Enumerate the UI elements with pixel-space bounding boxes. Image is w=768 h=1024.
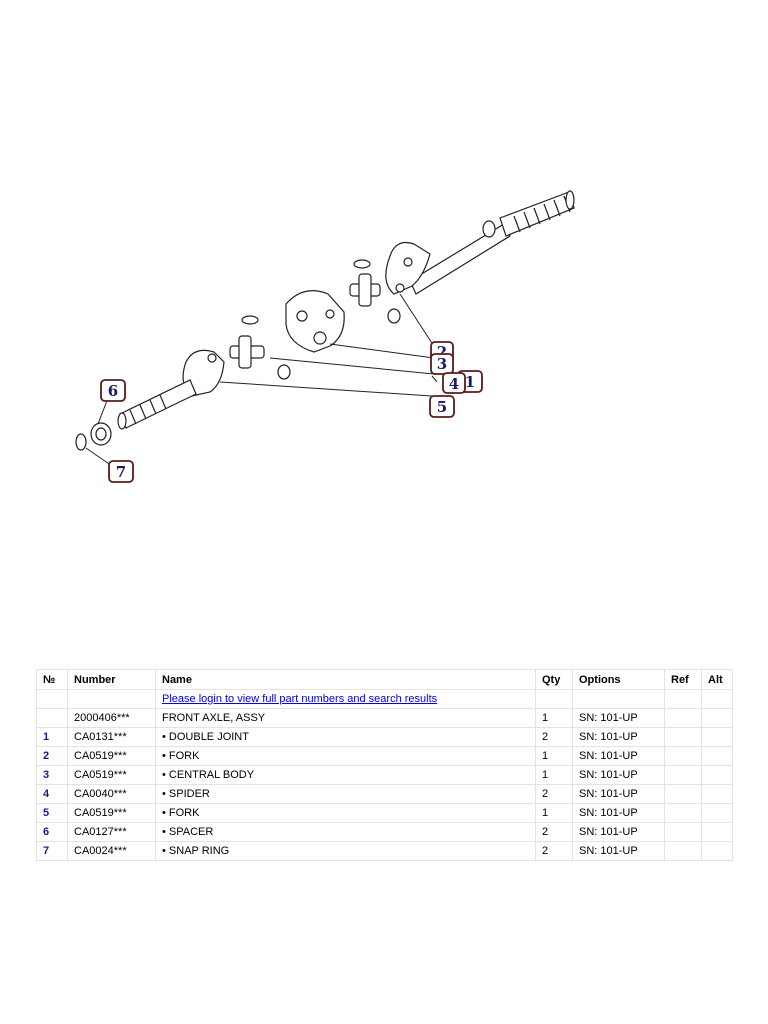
row-name: • DOUBLE JOINT: [155, 727, 536, 747]
header-no: №: [36, 669, 68, 690]
row-no: 6: [36, 822, 68, 842]
central-body: [285, 290, 345, 353]
row-qty: 1: [535, 708, 573, 728]
right-shaft: [409, 190, 575, 295]
row-ref: [664, 746, 702, 766]
login-row: Please login to view full part numbers a…: [36, 689, 733, 709]
row-number: CA0519***: [67, 803, 156, 823]
row-options: SN: 101-UP: [572, 727, 665, 747]
table-row[interactable]: 1 CA0131*** • DOUBLE JOINT 2 SN: 101-UP: [36, 727, 733, 747]
login-link[interactable]: Please login to view full part numbers a…: [162, 693, 438, 705]
row-name: • CENTRAL BODY: [155, 765, 536, 785]
table-row[interactable]: 5 CA0519*** • FORK 1 SN: 101-UP: [36, 803, 733, 823]
row-qty: 2: [535, 822, 573, 842]
row-qty: 2: [535, 784, 573, 804]
table-row[interactable]: 4 CA0040*** • SPIDER 2 SN: 101-UP: [36, 784, 733, 804]
right-yoke: [385, 241, 431, 295]
row-qty: 1: [535, 746, 573, 766]
row-ref: [664, 822, 702, 842]
row-number: CA0024***: [67, 841, 156, 861]
row-number: CA0519***: [67, 746, 156, 766]
left-shaft: [117, 379, 197, 430]
row-ref: [664, 841, 702, 861]
row-name: • SNAP RING: [155, 841, 536, 861]
row-qty: 2: [535, 841, 573, 861]
row-qty: 1: [535, 765, 573, 785]
header-number: Number: [67, 669, 156, 690]
parts-diagram: 1 2 3 4 5 6 7: [74, 186, 594, 496]
row-no: 5: [36, 803, 68, 823]
row-ref: [664, 765, 702, 785]
row-alt: [701, 708, 733, 728]
row-alt: [701, 784, 733, 804]
row-no: 4: [36, 784, 68, 804]
row-alt: [701, 822, 733, 842]
row-qty: 1: [535, 803, 573, 823]
callout-4-label: 4: [449, 375, 459, 393]
row-ref: [664, 727, 702, 747]
table-header-row: № Number Name Qty Options Ref Alt: [36, 669, 733, 690]
upper-spider: [349, 259, 401, 324]
row-name: FRONT AXLE, ASSY: [155, 708, 536, 728]
header-ref: Ref: [664, 669, 702, 690]
callout-7[interactable]: 7: [108, 460, 134, 483]
callout-3-label: 3: [437, 355, 447, 373]
row-options: SN: 101-UP: [572, 746, 665, 766]
row-name: • FORK: [155, 803, 536, 823]
row-alt: [701, 765, 733, 785]
table-row[interactable]: 2 CA0519*** • FORK 1 SN: 101-UP: [36, 746, 733, 766]
callout-4[interactable]: 4: [442, 372, 466, 394]
row-options: SN: 101-UP: [572, 822, 665, 842]
header-options: Options: [572, 669, 665, 690]
front-axle-exploded-view: 1 2 3 4 5 6 7: [75, 190, 575, 483]
header-name: Name: [155, 669, 536, 690]
row-options: SN: 101-UP: [572, 803, 665, 823]
row-alt: [701, 841, 733, 861]
row-options: SN: 101-UP: [572, 784, 665, 804]
row-no: 3: [36, 765, 68, 785]
row-alt: [701, 746, 733, 766]
row-options: SN: 101-UP: [572, 841, 665, 861]
callout-5-label: 5: [437, 398, 447, 416]
leader-lines: [85, 293, 440, 467]
lower-spider: [229, 315, 291, 380]
row-ref: [664, 803, 702, 823]
row-options: SN: 101-UP: [572, 708, 665, 728]
spacer-and-snap-ring: [75, 422, 112, 451]
row-options: SN: 101-UP: [572, 765, 665, 785]
callout-5[interactable]: 5: [429, 395, 455, 418]
row-no: 7: [36, 841, 68, 861]
row-no: 1: [36, 727, 68, 747]
callout-1-label: 1: [465, 373, 475, 391]
row-ref: [664, 708, 702, 728]
row-name: • SPIDER: [155, 784, 536, 804]
row-no: 2: [36, 746, 68, 766]
parts-table: № Number Name Qty Options Ref Alt Please…: [36, 669, 733, 861]
header-alt: Alt: [701, 669, 733, 690]
callout-6[interactable]: 6: [100, 379, 126, 402]
row-number: CA0040***: [67, 784, 156, 804]
row-no: [36, 708, 68, 728]
header-qty: Qty: [535, 669, 573, 690]
table-row[interactable]: 6 CA0127*** • SPACER 2 SN: 101-UP: [36, 822, 733, 842]
row-number: 2000406***: [67, 708, 156, 728]
callout-7-label: 7: [116, 463, 126, 481]
row-alt: [701, 727, 733, 747]
row-ref: [664, 784, 702, 804]
callout-2-label: 2: [437, 343, 447, 361]
table-row[interactable]: 3 CA0519*** • CENTRAL BODY 1 SN: 101-UP: [36, 765, 733, 785]
row-qty: 2: [535, 727, 573, 747]
table-row[interactable]: 2000406*** FRONT AXLE, ASSY 1 SN: 101-UP: [36, 708, 733, 728]
row-name: • FORK: [155, 746, 536, 766]
callout-3[interactable]: 3: [430, 353, 454, 375]
row-number: CA0519***: [67, 765, 156, 785]
row-number: CA0127***: [67, 822, 156, 842]
callout-6-label: 6: [108, 382, 118, 400]
row-alt: [701, 803, 733, 823]
row-number: CA0131***: [67, 727, 156, 747]
row-name: • SPACER: [155, 822, 536, 842]
table-row[interactable]: 7 CA0024*** • SNAP RING 2 SN: 101-UP: [36, 841, 733, 861]
